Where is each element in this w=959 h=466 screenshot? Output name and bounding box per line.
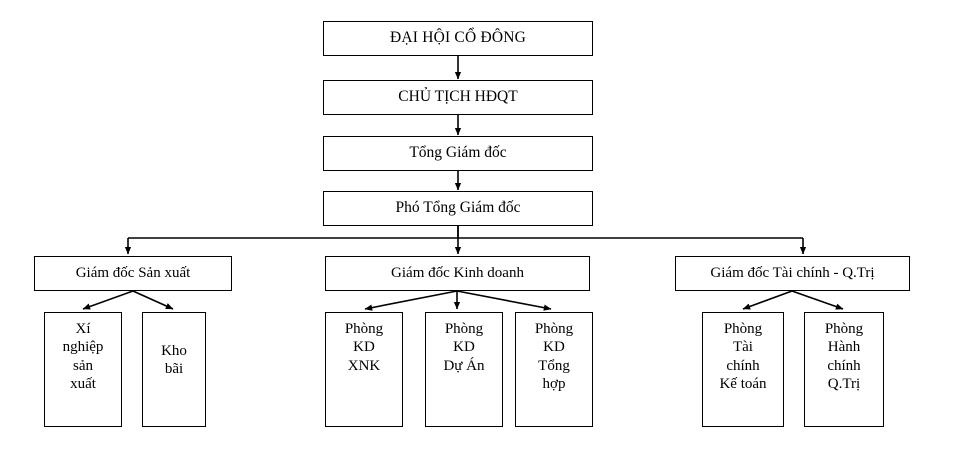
node-phong-hanh-chinh-qtri[interactable]: Phòng Hành chính Q.Trị: [804, 312, 884, 427]
node-label: Xí nghiệp sản xuất: [62, 321, 104, 392]
connector-production-to-kho-bai: [132, 290, 174, 310]
node-label: Phòng Hành chính Q.Trị: [824, 321, 864, 392]
connector-sales-to-kd-xnk: [364, 290, 458, 311]
connector-sales-to-kd-tong-hop: [456, 290, 552, 311]
node-label: Phòng KD XNK: [344, 321, 384, 374]
connector-finance-to-hanh-chinh: [791, 290, 844, 310]
node-label: Giám đốc Sản xuất: [75, 265, 191, 282]
node-label: Phòng Tài chính Kế toán: [719, 321, 767, 392]
node-xi-nghiep-san-xuat[interactable]: Xí nghiệp sản xuất: [44, 312, 122, 427]
node-phong-kd-tong-hop[interactable]: Phòng KD Tổng hợp: [515, 312, 593, 427]
node-giam-doc-kinh-doanh[interactable]: Giám đốc Kinh doanh: [325, 256, 590, 291]
node-label: ĐẠI HỘI CỔ ĐÔNG: [389, 29, 527, 47]
connector-finance-to-tai-chinh: [742, 290, 793, 310]
node-label: CHỦ TỊCH HĐQT: [398, 88, 518, 106]
node-label: Kho bãi: [161, 343, 187, 378]
node-phong-kd-xnk[interactable]: Phòng KD XNK: [325, 312, 403, 427]
node-dai-hoi-co-dong[interactable]: ĐẠI HỘI CỔ ĐÔNG: [323, 21, 593, 56]
node-label: Tổng Giám đốc: [409, 144, 507, 162]
node-label: Phó Tổng Giám đốc: [395, 199, 521, 217]
node-phong-kd-du-an[interactable]: Phòng KD Dự Án: [425, 312, 503, 427]
node-phong-tai-chinh-ke-toan[interactable]: Phòng Tài chính Kế toán: [702, 312, 784, 427]
node-giam-doc-san-xuat[interactable]: Giám đốc Sản xuất: [34, 256, 232, 291]
node-giam-doc-tai-chinh-qtri[interactable]: Giám đốc Tài chính - Q.Trị: [675, 256, 910, 291]
node-chu-tich-hdqt[interactable]: CHỦ TỊCH HĐQT: [323, 80, 593, 115]
node-label: Giám đốc Kinh doanh: [391, 265, 524, 282]
connector-production-to-xi-nghiep: [82, 290, 134, 310]
node-label: Giám đốc Tài chính - Q.Trị: [710, 265, 875, 282]
node-tong-giam-doc[interactable]: Tổng Giám đốc: [323, 136, 593, 171]
node-label: Phòng KD Dự Án: [443, 321, 485, 374]
node-label: Phòng KD Tổng hợp: [534, 321, 574, 392]
node-pho-tong-giam-doc[interactable]: Phó Tổng Giám đốc: [323, 191, 593, 226]
node-kho-bai[interactable]: Kho bãi: [142, 312, 206, 427]
